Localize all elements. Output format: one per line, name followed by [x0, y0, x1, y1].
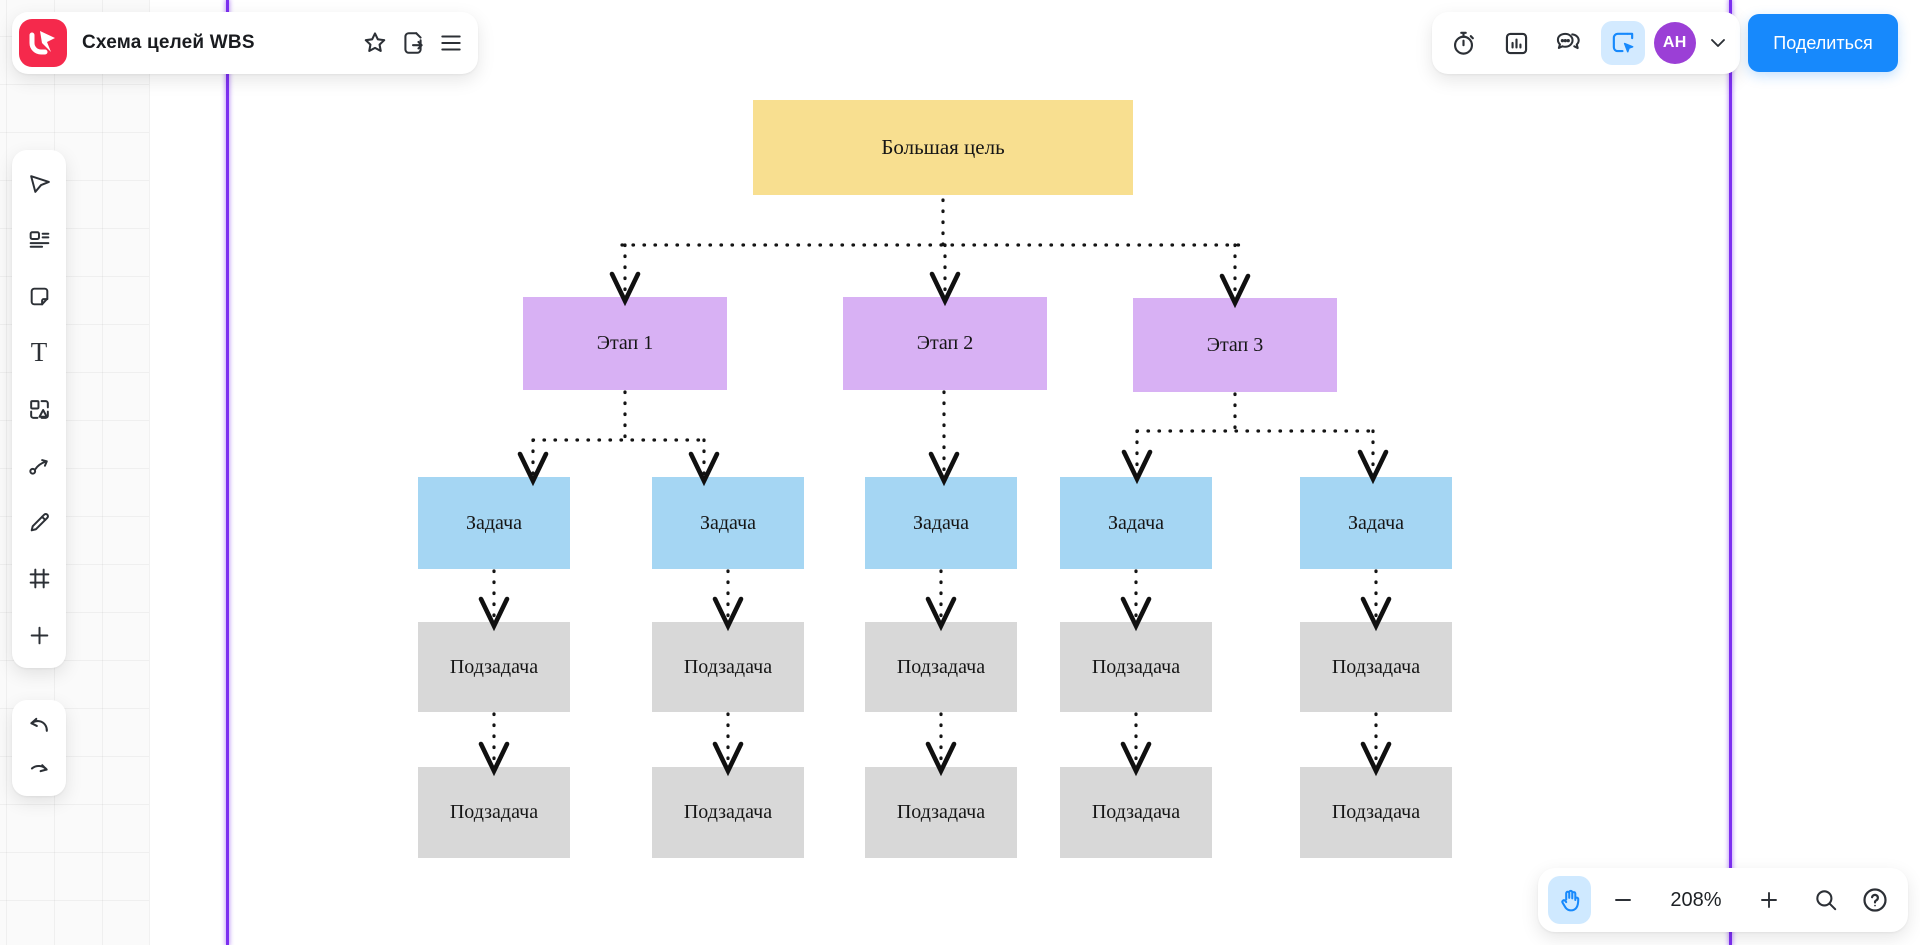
node-label: Задача [1347, 511, 1405, 534]
node-stage-2[interactable]: Этап 2 [843, 297, 1047, 390]
shapes-tool-icon[interactable] [19, 389, 59, 429]
node-label: Подзадача [1091, 801, 1181, 823]
node-label: Этап 1 [596, 332, 654, 354]
node-task-1[interactable]: Задача [418, 477, 570, 569]
node-subtask-3a[interactable]: Подзадача [865, 622, 1017, 712]
help-icon[interactable] [1851, 886, 1898, 914]
node-label: Большая цель [881, 135, 1005, 159]
hand-tool-icon[interactable] [1548, 876, 1592, 924]
sticky-note-tool-icon[interactable] [19, 276, 59, 316]
node-label: Подзадача [1331, 655, 1421, 678]
redo-icon[interactable] [19, 749, 59, 789]
node-subtask-3b[interactable]: Подзадача [865, 767, 1017, 858]
text-tool-icon[interactable]: T [30, 337, 48, 367]
frame-tool-icon[interactable] [19, 559, 59, 599]
frame-border-left[interactable] [226, 0, 229, 945]
add-tool-icon[interactable] [19, 615, 59, 655]
node-label: Задача [1107, 511, 1165, 534]
board-titlebar: Схема целей WBS [12, 12, 478, 74]
connector-tool-icon[interactable] [19, 446, 59, 486]
board-stats-icon[interactable] [1494, 21, 1538, 65]
app-logo[interactable] [19, 19, 67, 67]
node-label: Подзадача [683, 801, 773, 823]
history-panel [12, 700, 66, 796]
node-label: Задача [699, 511, 757, 534]
node-subtask-1b[interactable]: Подзадача [418, 767, 570, 858]
zoom-level[interactable]: 208% [1670, 888, 1722, 911]
select-tool-icon[interactable] [19, 163, 59, 203]
node-task-4[interactable]: Задача [1060, 477, 1212, 569]
node-subtask-2a[interactable]: Подзадача [652, 622, 804, 712]
follow-cursor-icon[interactable] [1600, 21, 1645, 65]
node-label: Подзадача [683, 655, 773, 678]
node-goal[interactable]: Большая цель [753, 100, 1133, 195]
app-logo-icon [29, 31, 55, 55]
node-label: Этап 2 [916, 332, 974, 354]
timer-icon[interactable] [1441, 21, 1485, 65]
node-label: Подзадача [1331, 801, 1421, 823]
chevron-down-icon[interactable] [1705, 33, 1731, 53]
node-task-5[interactable]: Задача [1300, 477, 1452, 569]
pen-tool-icon[interactable] [19, 502, 59, 542]
node-label: Задача [465, 511, 523, 534]
node-subtask-5a[interactable]: Подзадача [1300, 622, 1452, 712]
export-icon[interactable] [394, 24, 432, 62]
node-label: Подзадача [1091, 655, 1181, 678]
node-stage-1[interactable]: Этап 1 [523, 297, 727, 390]
star-icon[interactable] [356, 24, 394, 62]
menu-icon[interactable] [432, 24, 470, 62]
zoom-in-button[interactable] [1737, 888, 1800, 912]
comments-icon[interactable] [1547, 21, 1591, 65]
node-label: Этап 3 [1206, 333, 1264, 356]
node-subtask-1a[interactable]: Подзадача [418, 622, 570, 712]
node-task-2[interactable]: Задача [652, 477, 804, 569]
zoom-controls: 208% [1538, 868, 1908, 932]
node-label: Задача [912, 511, 970, 534]
node-label: Подзадача [896, 801, 986, 823]
node-task-3[interactable]: Задача [865, 477, 1017, 569]
node-subtask-5b[interactable]: Подзадача [1300, 767, 1452, 858]
header-actions: AH [1432, 12, 1740, 74]
node-label: Подзадача [449, 801, 539, 823]
node-subtask-4a[interactable]: Подзадача [1060, 622, 1212, 712]
node-stage-3[interactable]: Этап 3 [1133, 298, 1337, 392]
board-title[interactable]: Схема целей WBS [82, 32, 255, 53]
node-subtask-4b[interactable]: Подзадача [1060, 767, 1212, 858]
frame-border-right[interactable] [1729, 0, 1732, 945]
zoom-out-button[interactable] [1591, 888, 1654, 912]
node-label: Подзадача [449, 655, 539, 678]
zoom-search-icon[interactable] [1801, 887, 1852, 913]
section-tool-icon[interactable] [19, 220, 59, 260]
node-subtask-2b[interactable]: Подзадача [652, 767, 804, 858]
tools-panel: T [12, 150, 66, 668]
avatar[interactable]: AH [1653, 22, 1696, 64]
undo-icon[interactable] [19, 707, 59, 747]
node-label: Подзадача [896, 655, 986, 678]
share-button[interactable]: Поделиться [1748, 14, 1898, 72]
